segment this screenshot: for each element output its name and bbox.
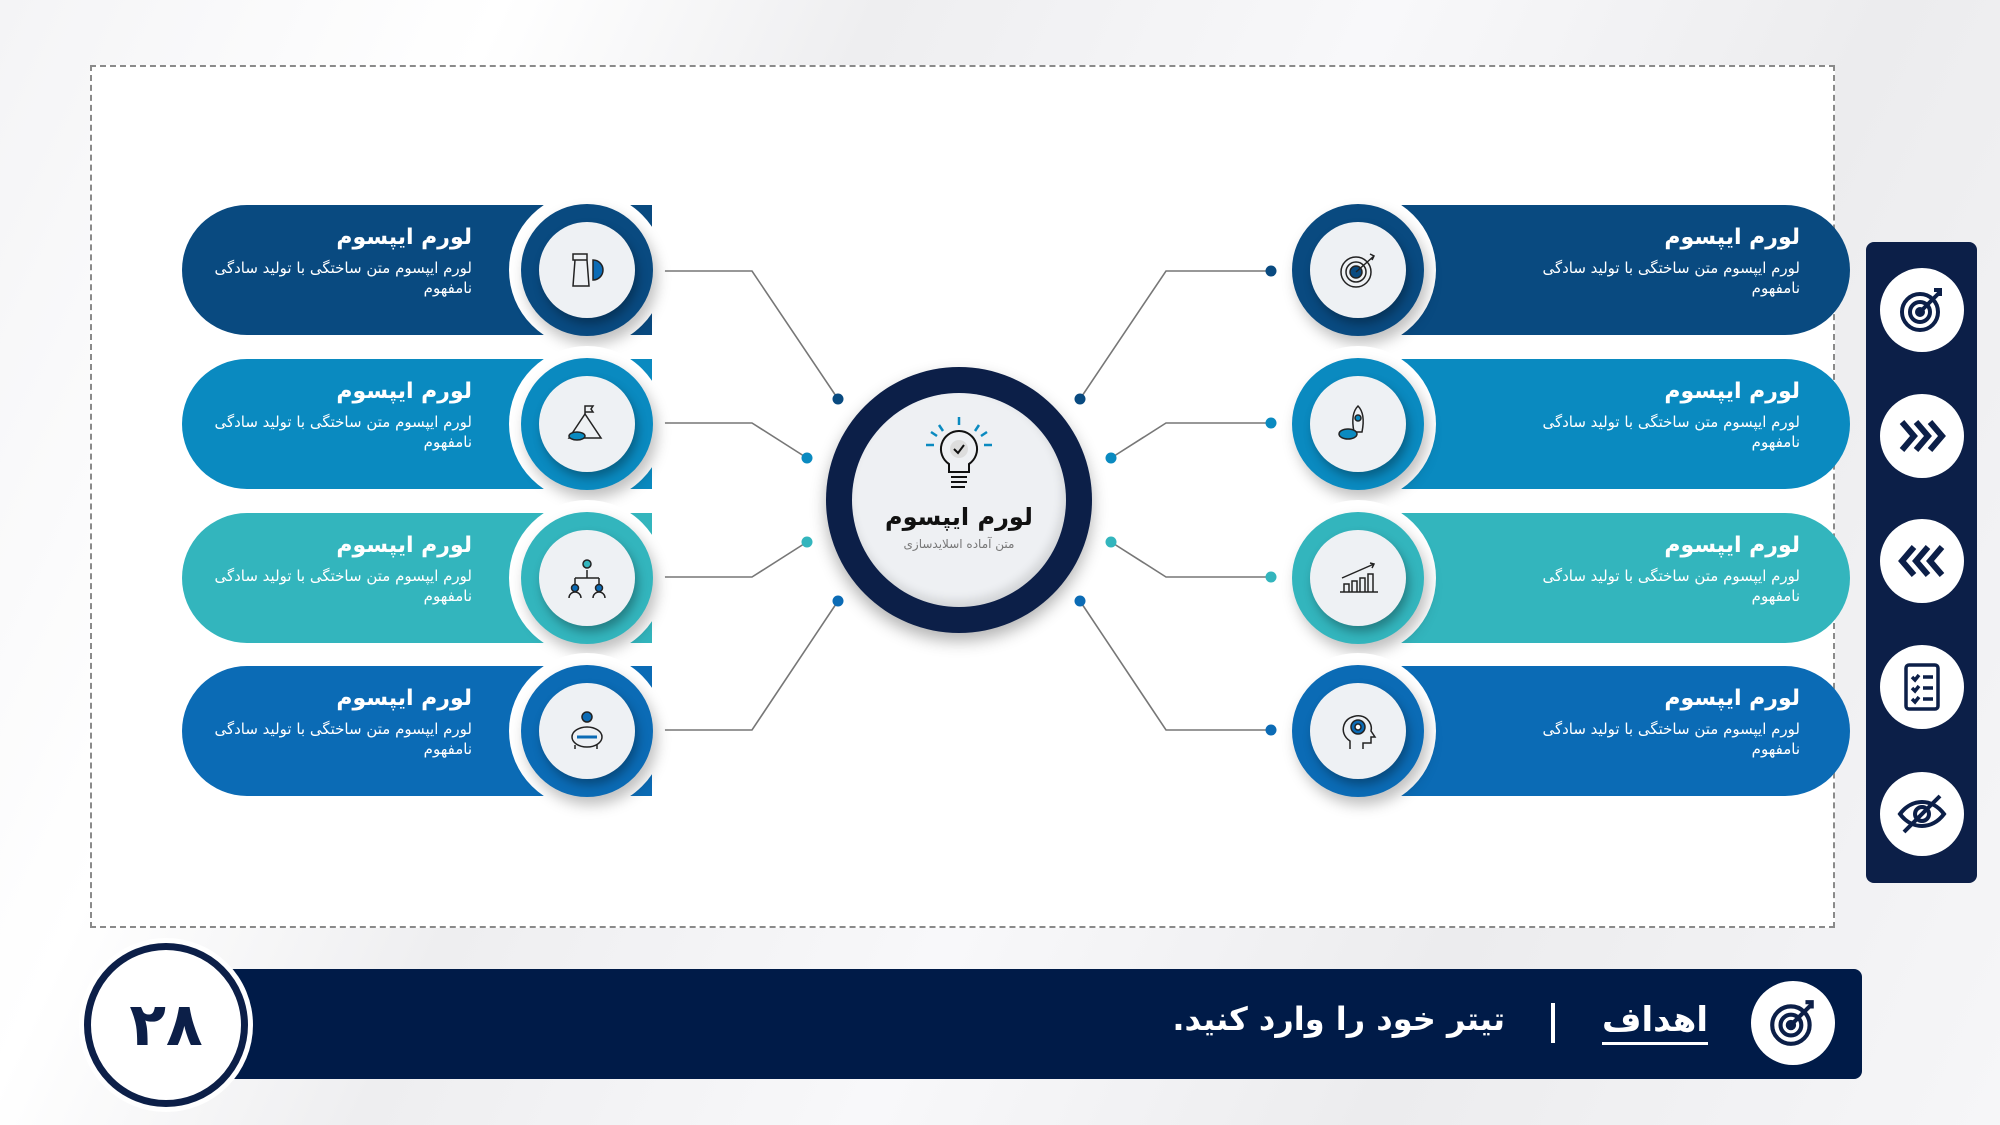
card-desc: لورم ایپسوم متن ساختگی با تولید سادگی نا… (214, 413, 472, 451)
card-title: لورم ایپسوم (336, 379, 472, 404)
title-bar (230, 969, 1862, 1079)
card-left-4[interactable]: لورم ایپسوم لورم ایپسوم متن ساختگی با تول… (182, 653, 742, 809)
card-desc: لورم ایپسوم متن ساختگی با تولید سادگی نا… (1542, 413, 1800, 451)
target-icon[interactable] (1880, 268, 1964, 352)
center-hub: لورم ایپسوم متن آماده اسلایدسازی (826, 367, 1092, 633)
card-title: لورم ایپسوم (1664, 533, 1800, 558)
mountain-flag-icon (539, 376, 635, 472)
connector-left-1 (647, 270, 839, 400)
piggy-bank-icon (539, 683, 635, 779)
dot (1265, 571, 1277, 583)
card-right-1[interactable]: لورم ایپسوم لورم ایپسوم متن ساختگی با تول… (1280, 192, 1850, 348)
card-desc: لورم ایپسوم متن ساختگی با تولید سادگی نا… (214, 259, 472, 297)
dot (801, 452, 813, 464)
card-left-3[interactable]: لورم ایپسوم لورم ایپسوم متن ساختگی با تول… (182, 500, 742, 656)
card-right-4[interactable]: لورم ایپسوم لورم ایپسوم متن ساختگی با تول… (1280, 653, 1850, 809)
card-title: لورم ایپسوم (336, 686, 472, 711)
dot (1265, 417, 1277, 429)
connector-left-4 (647, 600, 839, 731)
dot (832, 595, 844, 607)
center-subtitle: متن آماده اسلایدسازی (903, 537, 1015, 551)
card-desc: لورم ایپسوم متن ساختگی با تولید سادگی نا… (1542, 567, 1800, 605)
slide-subtitle[interactable]: تیتر خود را وارد کنید. (1172, 1000, 1505, 1038)
dot (1074, 595, 1086, 607)
card-title: لورم ایپسوم (1664, 379, 1800, 404)
card-right-3[interactable]: لورم ایپسوم لورم ایپسوم متن ساختگی با تول… (1280, 500, 1850, 656)
connector-left-2 (647, 422, 808, 459)
slide-number: ۲۸ (84, 943, 248, 1107)
card-right-2[interactable]: لورم ایپسوم لورم ایپسوم متن ساختگی با تول… (1280, 346, 1850, 502)
card-title: لورم ایپسوم (1664, 225, 1800, 250)
center-title: لورم ایپسوم (885, 503, 1033, 531)
card-desc: لورم ایپسوم متن ساختگی با تولید سادگی نا… (214, 567, 472, 605)
card-title: لورم ایپسوم (1664, 686, 1800, 711)
target-arrow-icon (1310, 222, 1406, 318)
card-desc: لورم ایپسوم متن ساختگی با تولید سادگی نا… (1542, 259, 1800, 297)
eye-off-icon[interactable] (1880, 772, 1964, 856)
connector-right-3 (1110, 541, 1271, 578)
title-separator (1551, 1003, 1555, 1043)
chess-rook-chart-icon (539, 222, 635, 318)
card-left-1[interactable]: لورم ایپسوم لورم ایپسوم متن ساختگی با تول… (182, 192, 742, 348)
dot (1265, 265, 1277, 277)
dot (801, 536, 813, 548)
dot (1105, 536, 1117, 548)
head-gear-icon (1310, 683, 1406, 779)
chevrons-left-icon[interactable] (1880, 519, 1964, 603)
connector-right-1 (1079, 270, 1271, 400)
dot (1265, 724, 1277, 736)
right-toolbar (1866, 242, 1977, 883)
checklist-icon[interactable] (1880, 645, 1964, 729)
team-hierarchy-icon (539, 530, 635, 626)
connector-left-3 (647, 541, 808, 578)
rocket-cloud-icon (1310, 376, 1406, 472)
connector-right-4 (1079, 600, 1271, 731)
target-icon (1751, 981, 1835, 1065)
section-title: اهداف (1601, 998, 1708, 1045)
card-desc: لورم ایپسوم متن ساختگی با تولید سادگی نا… (214, 720, 472, 758)
chevrons-right-icon[interactable] (1880, 394, 1964, 478)
lightbulb-check-icon (926, 417, 992, 488)
dot (1105, 452, 1117, 464)
card-title: لورم ایپسوم (336, 533, 472, 558)
dot (832, 393, 844, 405)
growth-chart-icon (1310, 530, 1406, 626)
dot (1074, 393, 1086, 405)
card-desc: لورم ایپسوم متن ساختگی با تولید سادگی نا… (1542, 720, 1800, 758)
card-left-2[interactable]: لورم ایپسوم لورم ایپسوم متن ساختگی با تول… (182, 346, 742, 502)
connector-right-2 (1110, 422, 1271, 459)
card-title: لورم ایپسوم (336, 225, 472, 250)
